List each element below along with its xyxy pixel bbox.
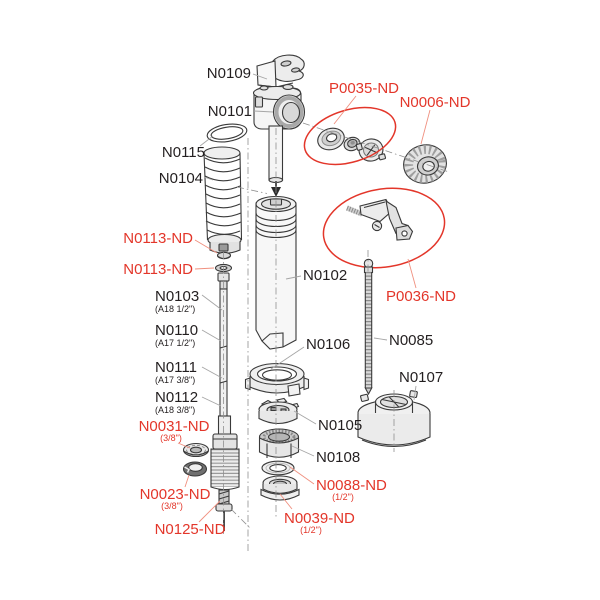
label-n0085: N0085 (389, 332, 433, 349)
label-n0088-nd: N0088-ND (316, 477, 387, 494)
label-n0103: N0103 (155, 288, 199, 305)
part-knurled-cap-n0006 (403, 144, 447, 184)
part-small-nut-n0113 (216, 251, 232, 260)
label-n0105: N0105 (318, 417, 362, 434)
part-washer-n0088 (261, 460, 295, 476)
leader-lines (177, 73, 431, 523)
highlight-ellipse-p0035 (303, 106, 397, 166)
label-n0006-nd: N0006-ND (400, 94, 471, 111)
label-n0111-size: (A17 3/8") (155, 375, 195, 385)
label-n0112: N0112 (155, 389, 198, 406)
part-collar-n0105 (258, 397, 300, 425)
label-p0035-nd: P0035-ND (329, 80, 399, 97)
label-n0113-nd-upper: N0113-ND (123, 230, 193, 247)
label-p0036-nd: P0036-ND (386, 288, 456, 305)
part-oring-n0115 (206, 123, 248, 143)
label-n0109: N0109 (207, 65, 251, 82)
centerlines (223, 122, 450, 552)
part-threaded-rod-n0085 (363, 258, 374, 396)
label-n0039-nd: N0039-ND (284, 510, 355, 527)
part-filter-cage-n0104 (203, 146, 243, 254)
label-n0113-nd-lower: N0113-ND (123, 261, 193, 278)
label-n0103-size: (A18 1/2") (155, 304, 195, 314)
part-valve-body-n0101 (252, 84, 306, 184)
label-n0108: N0108 (316, 449, 360, 466)
part-diaphragm-set-p0035 (317, 127, 387, 162)
label-n0088-size: (1/2") (332, 492, 354, 502)
part-lever-arm-p0036 (346, 198, 414, 241)
label-n0104: N0104 (159, 170, 203, 187)
label-n0110: N0110 (155, 322, 198, 339)
label-n0023-nd: N0023-ND (140, 486, 211, 503)
part-seal-n0023 (182, 461, 208, 477)
label-n0102: N0102 (303, 267, 347, 284)
part-flanged-nut-n0039 (260, 475, 300, 501)
label-n0112-size: (A18 3/8") (155, 405, 195, 415)
label-n0031-nd: N0031-ND (139, 418, 210, 435)
label-n0115: N0115 (162, 144, 205, 161)
label-n0111: N0111 (155, 359, 197, 376)
part-threaded-shank (210, 415, 240, 491)
part-cap-n0109 (256, 54, 305, 88)
highlight-ellipse-p0036 (322, 187, 446, 269)
part-needle-n0125 (215, 489, 233, 531)
label-n0023-size: (3/8") (161, 501, 183, 511)
label-n0107: N0107 (399, 369, 443, 386)
part-washer-n0031 (182, 442, 210, 458)
label-n0031-size: (3/8") (160, 433, 182, 443)
part-nut-n0108 (258, 428, 300, 458)
label-n0106: N0106 (306, 336, 350, 353)
part-bayonet-ring-n0106 (244, 362, 310, 397)
label-n0125-nd: N0125-ND (155, 521, 226, 538)
label-n0110-size: (A17 1/2") (155, 338, 195, 348)
labels: N0109 N0101 N0115 N0104 N0113-ND N0113-N… (123, 65, 470, 538)
label-n0039-size: (1/2") (300, 525, 322, 535)
label-n0101: N0101 (208, 103, 252, 120)
